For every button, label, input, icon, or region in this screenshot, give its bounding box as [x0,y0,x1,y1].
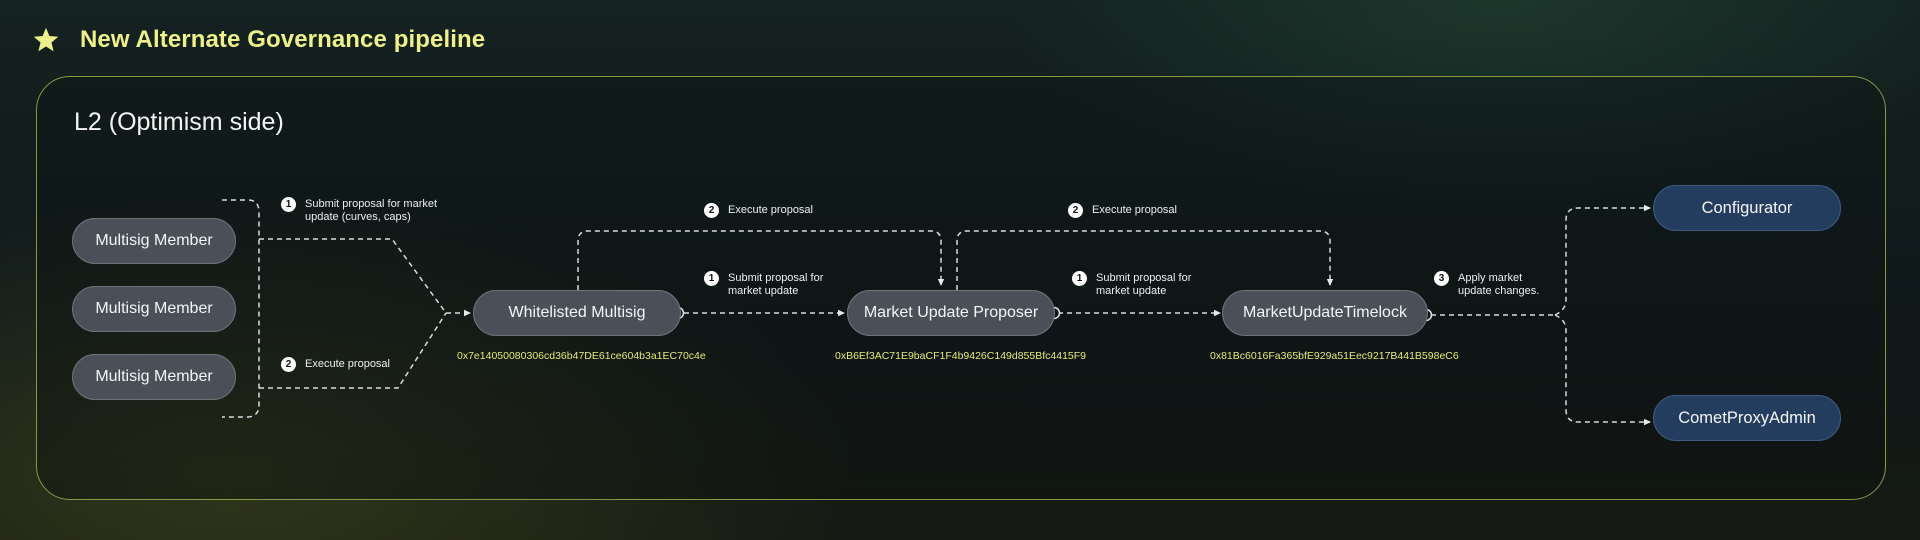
to-proxyadmin-arrow [1554,314,1651,426]
step-number-badge: 1 [704,271,719,286]
to-configurator-arrow [1554,204,1651,316]
market-update-proposer-node[interactable]: Market Update Proposer [847,290,1055,336]
whitelisted-address: 0x7e14050080306cd36b47DE61ce604b3a1EC70c… [457,350,706,362]
step-text: Execute proposal [305,358,390,370]
panel-title: L2 (Optimism side) [74,108,284,136]
step-label-submit-whitelisted: 1 Submit proposal for market update [704,271,843,298]
step-label-apply-changes: 3 Apply market update changes. [1434,271,1548,298]
configurator-node[interactable]: Configurator [1653,185,1841,231]
proposer-address: 0xB6Ef3AC71E9baCF1F4b9426C149d855Bfc4415… [835,350,1087,362]
market-update-timelock-node[interactable]: MarketUpdateTimelock [1222,290,1428,336]
multisig-member-2[interactable]: Multisig Member [72,286,236,332]
step-label-submit-proposer: 1 Submit proposal for market update [1072,271,1211,298]
step-label-execute-proposer: 2 Execute proposal [1068,203,1177,218]
execute-connector [259,312,447,389]
step-label-submit-members: 1 Submit proposal for market update (cur… [281,197,453,224]
step-number-badge: 1 [281,197,296,212]
whitelisted-multisig-node[interactable]: Whitelisted Multisig [473,290,681,336]
multisig-member-3[interactable]: Multisig Member [72,354,236,400]
step-text: Submit proposal for market update (curve… [305,198,438,223]
multisig-member-1[interactable]: Multisig Member [72,218,236,264]
step-number-badge: 3 [1434,271,1449,286]
step-text: Submit proposal for market update [728,272,824,297]
members-bracket [222,199,260,418]
page-title: New Alternate Governance pipeline [80,26,486,53]
step-text: Submit proposal for market update [1096,272,1192,297]
whitelisted-execute-loop [577,230,945,290]
step-label-execute-whitelisted: 2 Execute proposal [704,203,813,218]
step-number-badge: 2 [1068,203,1083,218]
step-number-badge: 2 [281,357,296,372]
step-text: Apply market update changes. [1458,272,1540,297]
header: New Alternate Governance pipeline [32,22,485,58]
step-text: Execute proposal [1092,204,1177,216]
step-text: Execute proposal [728,204,813,216]
star-icon [33,27,59,52]
comet-proxy-admin-node[interactable]: CometProxyAdmin [1653,395,1841,441]
submit-connector [259,238,447,314]
step-number-badge: 1 [1072,271,1087,286]
l2-panel [36,76,1886,500]
timelock-address: 0x81Bc6016Fa365bfE929a51Eec9217B441B598e… [1210,350,1459,362]
step-label-execute-members: 2 Execute proposal [281,357,390,372]
step-number-badge: 2 [704,203,719,218]
